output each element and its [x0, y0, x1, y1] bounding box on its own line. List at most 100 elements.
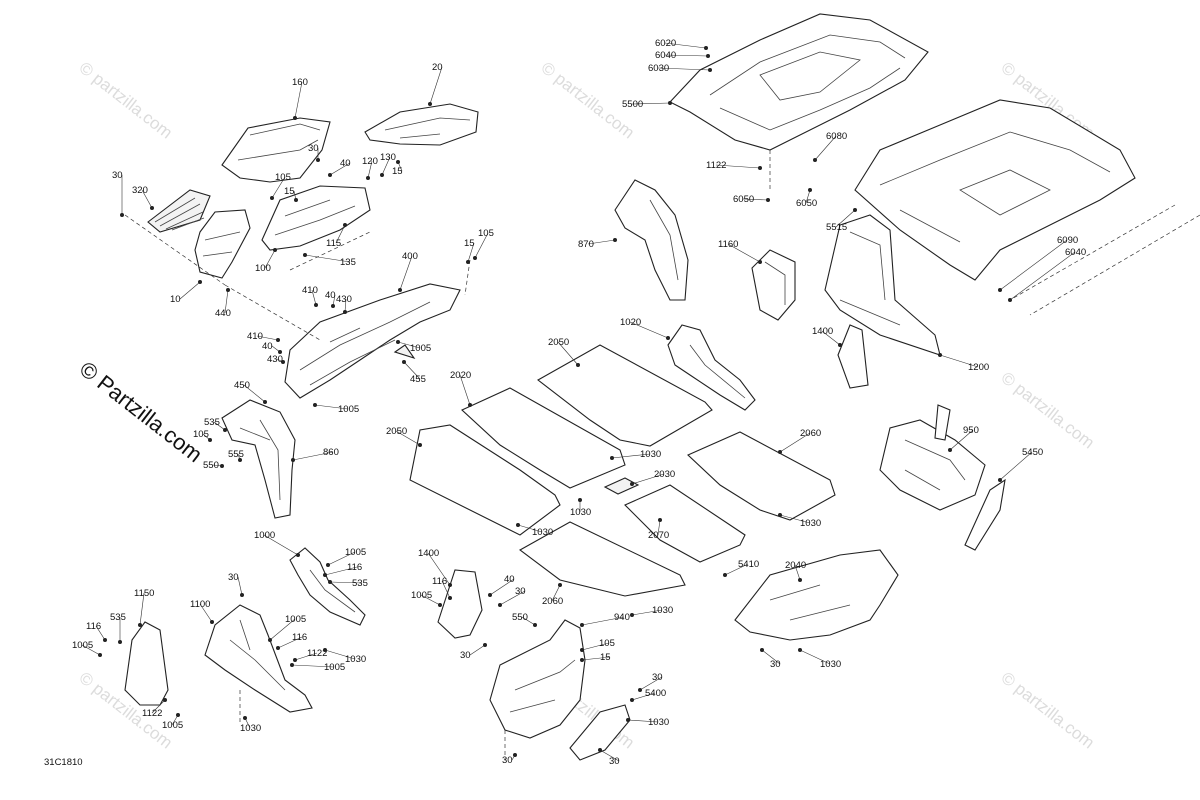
part-callout-label: 1150	[134, 588, 154, 599]
fastener	[293, 116, 297, 120]
part-callout-label: 10	[170, 294, 181, 305]
part-callout-label: 2050	[386, 426, 407, 437]
leader-line	[237, 576, 243, 596]
part-2050-top	[537, 344, 713, 447]
part-callout-label: 15	[464, 238, 475, 249]
leader-line	[294, 652, 318, 661]
fastener	[281, 360, 285, 364]
leader-line	[459, 374, 471, 406]
fastener	[428, 102, 432, 106]
fastener	[223, 428, 227, 432]
fastener	[938, 353, 942, 357]
leader-line	[939, 354, 979, 368]
fastener	[778, 513, 782, 517]
fastener	[448, 596, 452, 600]
part-callout-label: 870	[578, 239, 594, 250]
fastener	[210, 620, 214, 624]
fastener	[658, 518, 662, 522]
part-callout-label: 15	[600, 652, 611, 663]
part-1020	[667, 324, 756, 411]
fastener	[598, 748, 602, 752]
part-callout-label: 940	[614, 612, 630, 623]
fastener	[316, 158, 320, 162]
fastener	[630, 482, 634, 486]
fastener	[630, 613, 634, 617]
part-callout-label: 20	[432, 62, 443, 73]
leader-line	[314, 404, 349, 410]
leader-line	[397, 341, 421, 349]
leader-line	[631, 692, 656, 701]
fastener	[798, 578, 802, 582]
part-160	[221, 117, 331, 183]
fastener	[326, 563, 330, 567]
part-callout-label: 116	[347, 562, 362, 573]
leader-line	[1009, 251, 1076, 301]
watermark: © partzilla.com	[998, 668, 1098, 752]
part-100	[261, 185, 371, 251]
fastener	[558, 583, 562, 587]
part-callout-label: 1030	[820, 659, 841, 670]
part-callout-label: 440	[215, 308, 231, 319]
part-callout-label: 135	[340, 257, 356, 268]
part-20	[364, 103, 479, 146]
fastener	[666, 336, 670, 340]
fastener	[576, 363, 580, 367]
leader-line	[95, 625, 106, 641]
leader-line	[517, 524, 543, 533]
fastener	[290, 663, 294, 667]
part-1400-lower	[437, 569, 483, 639]
part-callout-label: 5515	[826, 222, 847, 233]
part-400	[284, 283, 461, 399]
part-callout-label: 30	[652, 672, 663, 683]
part-callout-label: 105	[193, 429, 209, 440]
leader-line	[949, 429, 974, 451]
leader-line	[521, 616, 536, 626]
leader-line	[213, 421, 226, 431]
leader-line	[441, 580, 451, 599]
leader-line	[779, 432, 811, 453]
fastener	[613, 238, 617, 242]
leader-line	[664, 54, 709, 57]
diagram-code: 31C1810	[44, 757, 83, 768]
part-2070	[624, 484, 746, 563]
fastener	[418, 443, 422, 447]
fastener	[468, 403, 472, 407]
fastener	[766, 198, 770, 202]
part-1100	[204, 604, 313, 713]
fastener	[328, 580, 332, 584]
leader-line	[263, 534, 299, 556]
fastener	[103, 638, 107, 642]
part-callout-label: 6040	[655, 50, 676, 61]
fastener	[630, 698, 634, 702]
part-callout-label: 15	[392, 166, 403, 177]
fastener	[268, 638, 272, 642]
leader-line	[199, 603, 213, 623]
leader-line	[429, 66, 443, 105]
fastener	[853, 208, 857, 212]
part-callout-label: 320	[132, 185, 148, 196]
fastener	[513, 753, 517, 757]
leader-line	[271, 176, 286, 199]
part-5450	[964, 478, 1006, 551]
part-2030	[603, 477, 640, 495]
leader-line	[324, 649, 356, 660]
leader-line	[779, 514, 811, 524]
leader-line	[269, 618, 296, 641]
leader-line	[264, 249, 276, 269]
part-callout-label: 455	[410, 374, 426, 385]
leader-line	[291, 664, 335, 668]
fastener	[396, 340, 400, 344]
fastener	[580, 623, 584, 627]
part-1000	[289, 547, 366, 626]
part-callout-label: 116	[292, 632, 307, 643]
leader-line	[761, 649, 781, 665]
part-1400	[837, 324, 869, 389]
part-callout-label: 130	[380, 152, 396, 163]
leader-line	[631, 473, 665, 485]
leader-line	[327, 551, 356, 566]
fastener	[303, 253, 307, 257]
fastener	[466, 260, 470, 264]
fastener	[758, 260, 762, 264]
part-callout-label: 30	[770, 659, 781, 670]
